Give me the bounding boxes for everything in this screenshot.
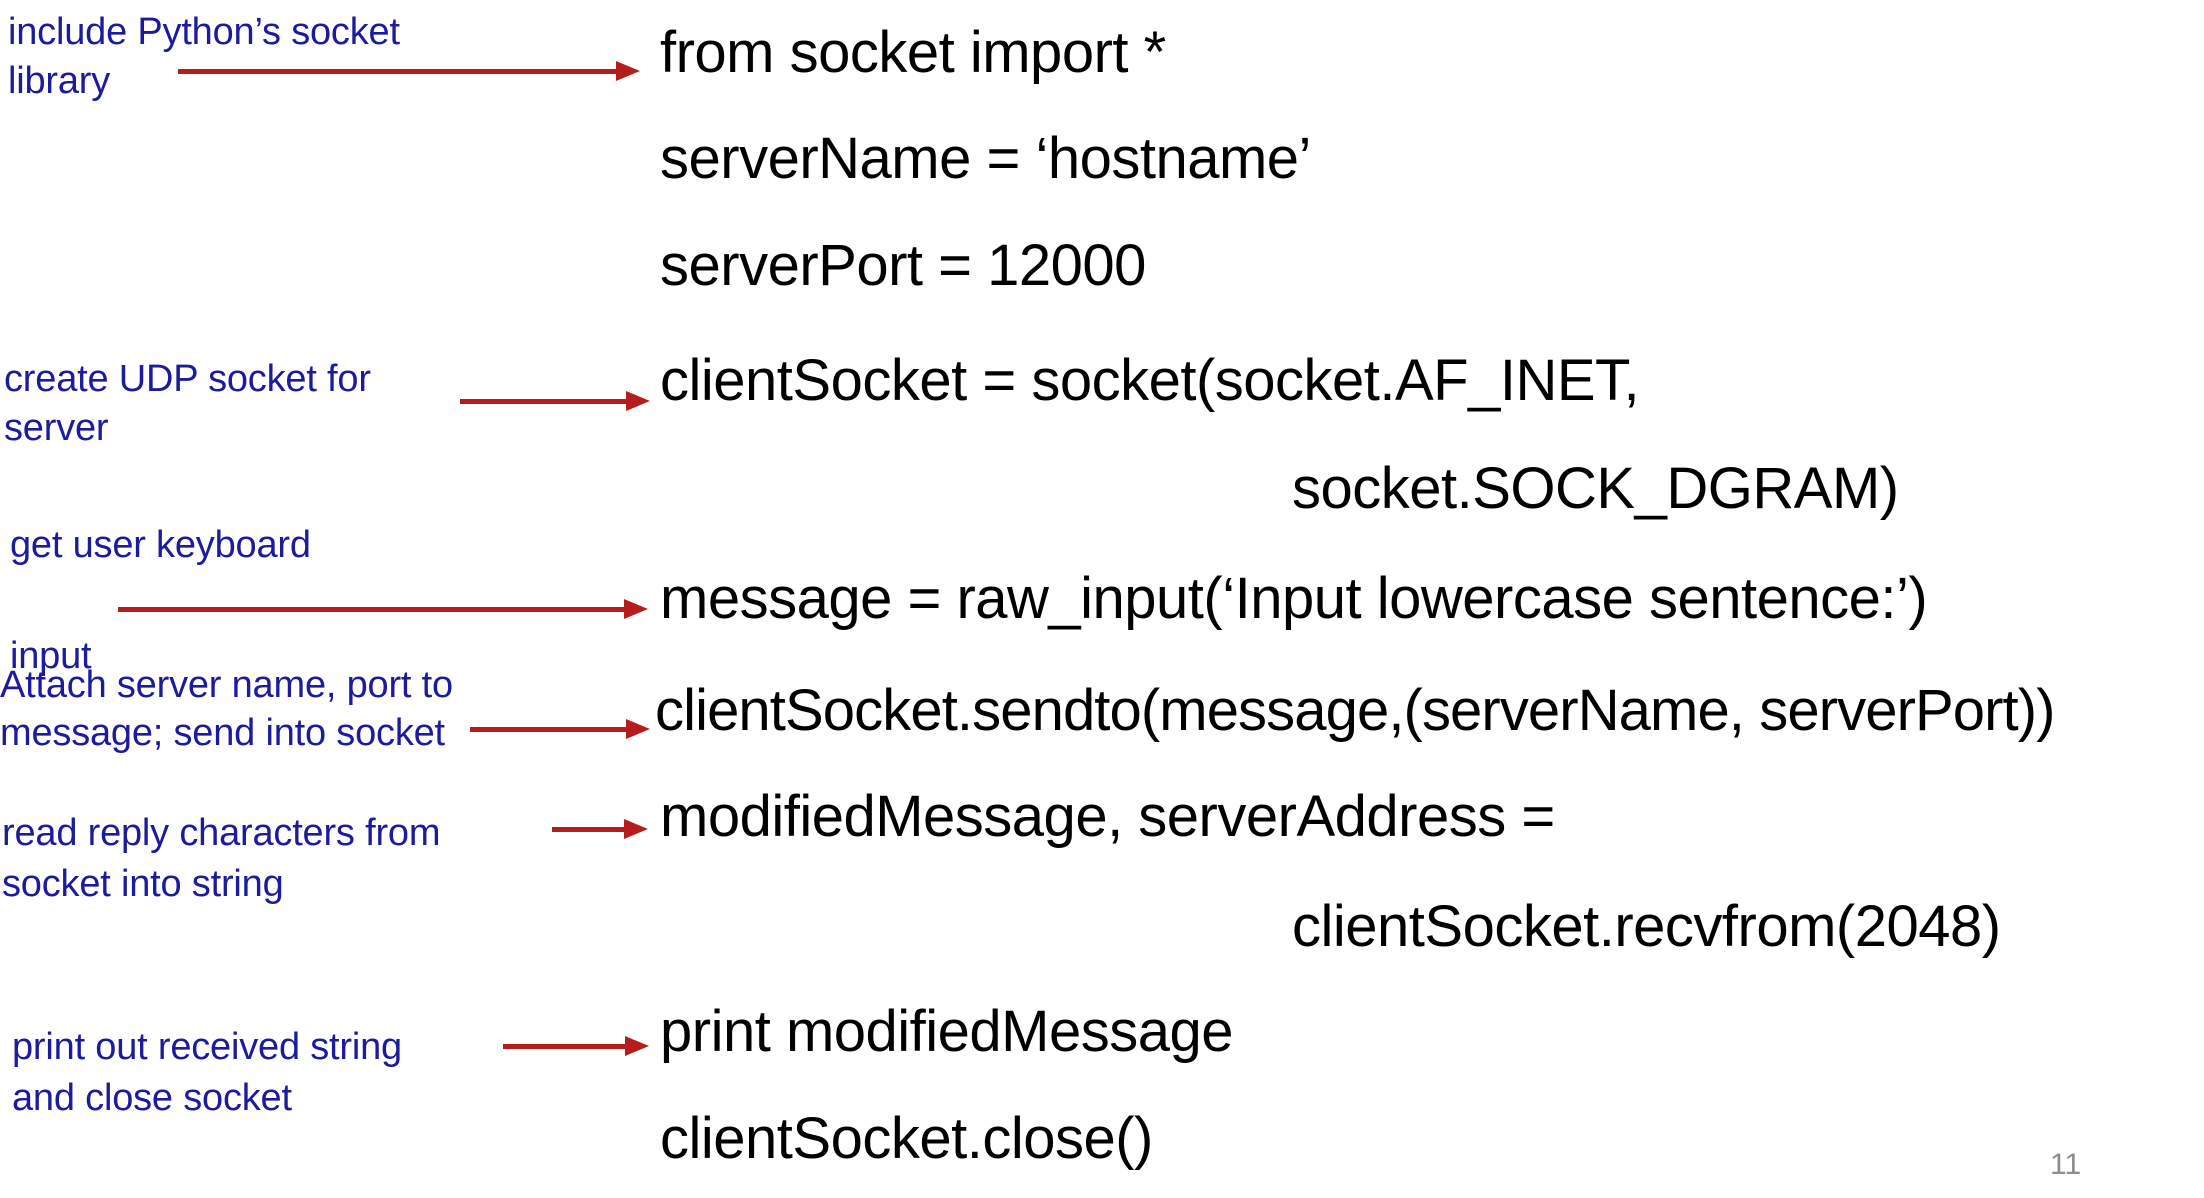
code-line-sendto: clientSocket.sendto(message,(serverName,… <box>655 678 2055 743</box>
code-line-recv-assign: modifiedMessage, serverAddress = <box>660 784 1555 849</box>
code-line-server-port: serverPort = 12000 <box>660 233 1146 298</box>
annotation-read-reply: read reply characters from socket into s… <box>2 812 441 905</box>
annotation-attach-and-send: Attach server name, port to message; sen… <box>0 664 453 754</box>
code-line-sock-dgram: socket.SOCK_DGRAM) <box>1292 456 1899 521</box>
annotation-include-library: include Python’s socket library <box>8 11 400 102</box>
annotation-create-udp-socket: create UDP socket for server <box>4 358 371 449</box>
code-line-server-name: serverName = ‘hostname’ <box>660 126 1311 191</box>
annotation-get-keyboard-input: get user keyboard input <box>10 524 311 677</box>
code-line-recvfrom: clientSocket.recvfrom(2048) <box>1292 894 2001 959</box>
code-line-raw-input: message = raw_input(‘Input lowercase sen… <box>660 566 1928 631</box>
code-line-print: print modifiedMessage <box>660 999 1234 1064</box>
code-line-import: from socket import * <box>660 20 1166 85</box>
code-line-create-socket: clientSocket = socket(socket.AF_INET, <box>660 348 1640 413</box>
annotation-print-and-close: print out received string and close sock… <box>12 1026 402 1119</box>
page-number: 11 <box>2050 1148 2082 1181</box>
code-line-close: clientSocket.close() <box>660 1106 1153 1171</box>
